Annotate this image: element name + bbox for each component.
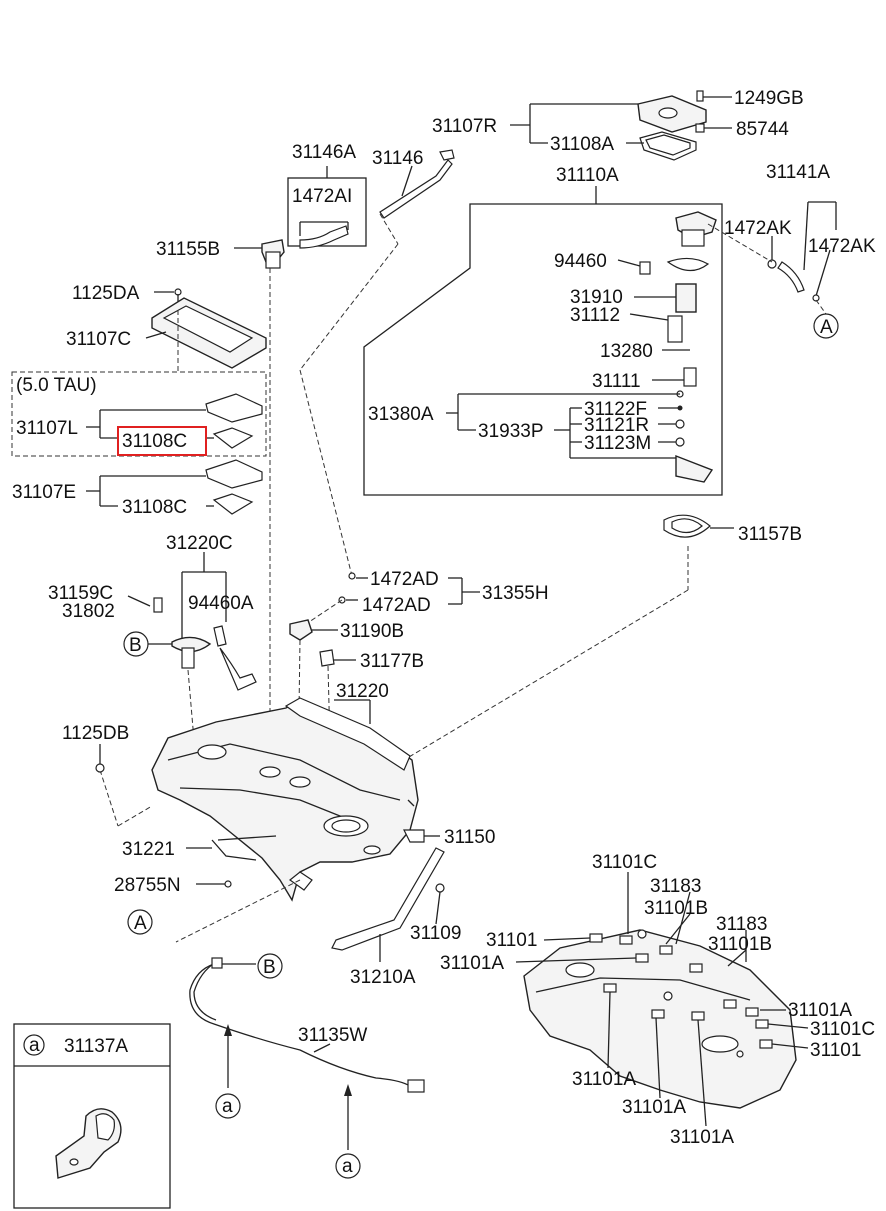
callout-B-lower: B bbox=[257, 953, 283, 979]
label-1125DB: 1125DB bbox=[62, 723, 129, 744]
label-28755N: 28755N bbox=[114, 875, 181, 896]
label-31159C: 31159C bbox=[48, 583, 113, 604]
label-1249GB: 1249GB bbox=[734, 88, 804, 109]
fuel-pump-module-group bbox=[363, 186, 723, 496]
label-31101A-bottom-2: 31101A bbox=[622, 1097, 686, 1118]
label-31101-left: 31101 bbox=[486, 930, 537, 951]
label-31108C-highlighted: 31108C bbox=[122, 431, 187, 452]
label-31910: 31910 bbox=[570, 287, 623, 308]
label-31101C-right: 31101C bbox=[810, 1019, 875, 1040]
label-31157B: 31157B bbox=[738, 524, 802, 545]
label-31155B: 31155B bbox=[156, 239, 220, 260]
label-31101B-b: 31101B bbox=[708, 934, 772, 955]
label-31107L: 31107L bbox=[16, 418, 78, 439]
label-31183-a: 31183 bbox=[650, 876, 701, 897]
label-13280: 13280 bbox=[600, 341, 653, 362]
label-31190B: 31190B bbox=[340, 621, 404, 642]
highlight-box bbox=[117, 426, 207, 456]
label-31221: 31221 bbox=[122, 839, 175, 860]
label-31135W: 31135W bbox=[298, 1025, 367, 1046]
label-31220C: 31220C bbox=[166, 533, 233, 554]
label-31146: 31146 bbox=[372, 148, 423, 169]
filler-hose-group bbox=[234, 149, 455, 770]
label-85744: 85744 bbox=[736, 119, 789, 140]
vent-hose-group bbox=[707, 201, 837, 315]
label-31150: 31150 bbox=[444, 827, 495, 848]
label-31112: 31112 bbox=[570, 305, 620, 326]
label-94460A: 94460A bbox=[188, 593, 254, 614]
label-31101B-a: 31101B bbox=[644, 898, 708, 919]
label-1472AK-b: 1472AK bbox=[808, 236, 876, 257]
svg-text:a: a bbox=[342, 1156, 353, 1177]
sender-unit-group bbox=[127, 552, 257, 741]
label-31107E: 31107E bbox=[12, 482, 76, 503]
label-31101-right: 31101 bbox=[810, 1040, 861, 1061]
label-31122F: 31122F bbox=[584, 399, 647, 420]
label-31101A-bottom-1: 31101A bbox=[572, 1069, 636, 1090]
label-1125DA: 1125DA bbox=[72, 283, 140, 304]
label-31933P: 31933P bbox=[478, 421, 544, 442]
label-31107R: 31107R bbox=[432, 116, 497, 137]
label-31111: 31111 bbox=[592, 371, 641, 392]
label-31110A: 31110A bbox=[556, 165, 619, 186]
label-1472AK-a: 1472AK bbox=[724, 218, 792, 239]
label-31101C-top: 31101C bbox=[592, 852, 657, 873]
svg-text:B: B bbox=[263, 957, 276, 978]
tank-covers-group bbox=[11, 288, 267, 515]
fuel-tank-group bbox=[95, 697, 445, 962]
label-31220: 31220 bbox=[336, 681, 389, 702]
label-31380A: 31380A bbox=[368, 404, 434, 425]
label-31109: 31109 bbox=[410, 923, 461, 944]
label-1472AD-b: 1472AD bbox=[362, 595, 431, 616]
svg-text:B: B bbox=[129, 635, 142, 656]
label-1472AD-a: 1472AD bbox=[370, 569, 439, 590]
wiring-harness-group bbox=[189, 957, 425, 1150]
svg-text:A: A bbox=[820, 317, 833, 338]
callout-B-upper: B bbox=[123, 631, 149, 657]
label-1472AI: 1472AI bbox=[292, 186, 352, 207]
label-31355H: 31355H bbox=[482, 583, 549, 604]
label-31101A-right: 31101A bbox=[788, 1000, 852, 1021]
heat-shield-group bbox=[515, 872, 809, 1127]
label-tau: (5.0 TAU) bbox=[16, 375, 97, 396]
label-31108C: 31108C bbox=[122, 497, 187, 518]
label-94460-top: 94460 bbox=[554, 251, 607, 272]
label-31108A: 31108A bbox=[550, 134, 614, 155]
label-31177B: 31177B bbox=[360, 651, 424, 672]
legend-letter: a bbox=[29, 1035, 40, 1056]
label-31101A-left: 31101A bbox=[440, 953, 504, 974]
svg-text:A: A bbox=[134, 913, 147, 934]
gasket-31157B bbox=[403, 514, 734, 761]
svg-text:a: a bbox=[222, 1096, 233, 1117]
callout-a-2: a bbox=[335, 1153, 361, 1179]
callout-a-1: a bbox=[215, 1093, 241, 1119]
label-31101A-bottom-3: 31101A bbox=[670, 1127, 734, 1148]
callout-A-upper: A bbox=[813, 313, 839, 339]
fuel-pump-cover-group bbox=[510, 90, 732, 161]
label-31183-b: 31183 bbox=[716, 914, 767, 935]
label-31146A: 31146A bbox=[292, 142, 356, 163]
label-31210A: 31210A bbox=[350, 967, 416, 988]
label-31123M: 31123M bbox=[584, 433, 651, 454]
legend-part-31137A: 31137A bbox=[64, 1036, 128, 1057]
label-31107C: 31107C bbox=[66, 329, 131, 350]
label-31802: 31802 bbox=[62, 601, 115, 622]
label-31121R: 31121R bbox=[584, 415, 649, 436]
callout-A-lower: A bbox=[127, 909, 153, 935]
label-31141A: 31141A bbox=[766, 162, 830, 183]
legend-box: a 31137A bbox=[13, 1023, 171, 1209]
